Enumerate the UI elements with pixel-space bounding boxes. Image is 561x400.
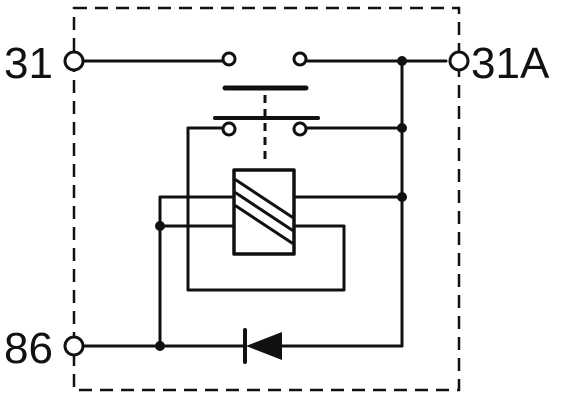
wire-contact-loop: [186, 126, 346, 292]
switch-contact-left: [221, 51, 237, 67]
junction-dot: [397, 192, 407, 202]
junction-dot: [397, 56, 407, 66]
terminal-31: [63, 50, 85, 72]
lower-contact-right: [292, 121, 308, 137]
terminal-label-31: 31: [4, 39, 53, 88]
lower-contact-left: [221, 121, 237, 137]
relay-coil: [232, 168, 296, 256]
terminal-31a: [448, 50, 470, 72]
junction-dot: [155, 341, 165, 351]
junction-dot: [397, 123, 407, 133]
terminal-label-31a: 31A: [471, 39, 550, 88]
housing-outline: [72, 6, 461, 392]
terminal-label-86: 86: [4, 324, 53, 373]
coil-winding-hatch: [234, 178, 294, 245]
diode-triangle: [246, 332, 282, 360]
switch-contact-right: [292, 51, 308, 67]
junction-dot: [155, 221, 165, 231]
wire-coil-left-upper: [158, 195, 236, 348]
terminal-86: [63, 335, 85, 357]
